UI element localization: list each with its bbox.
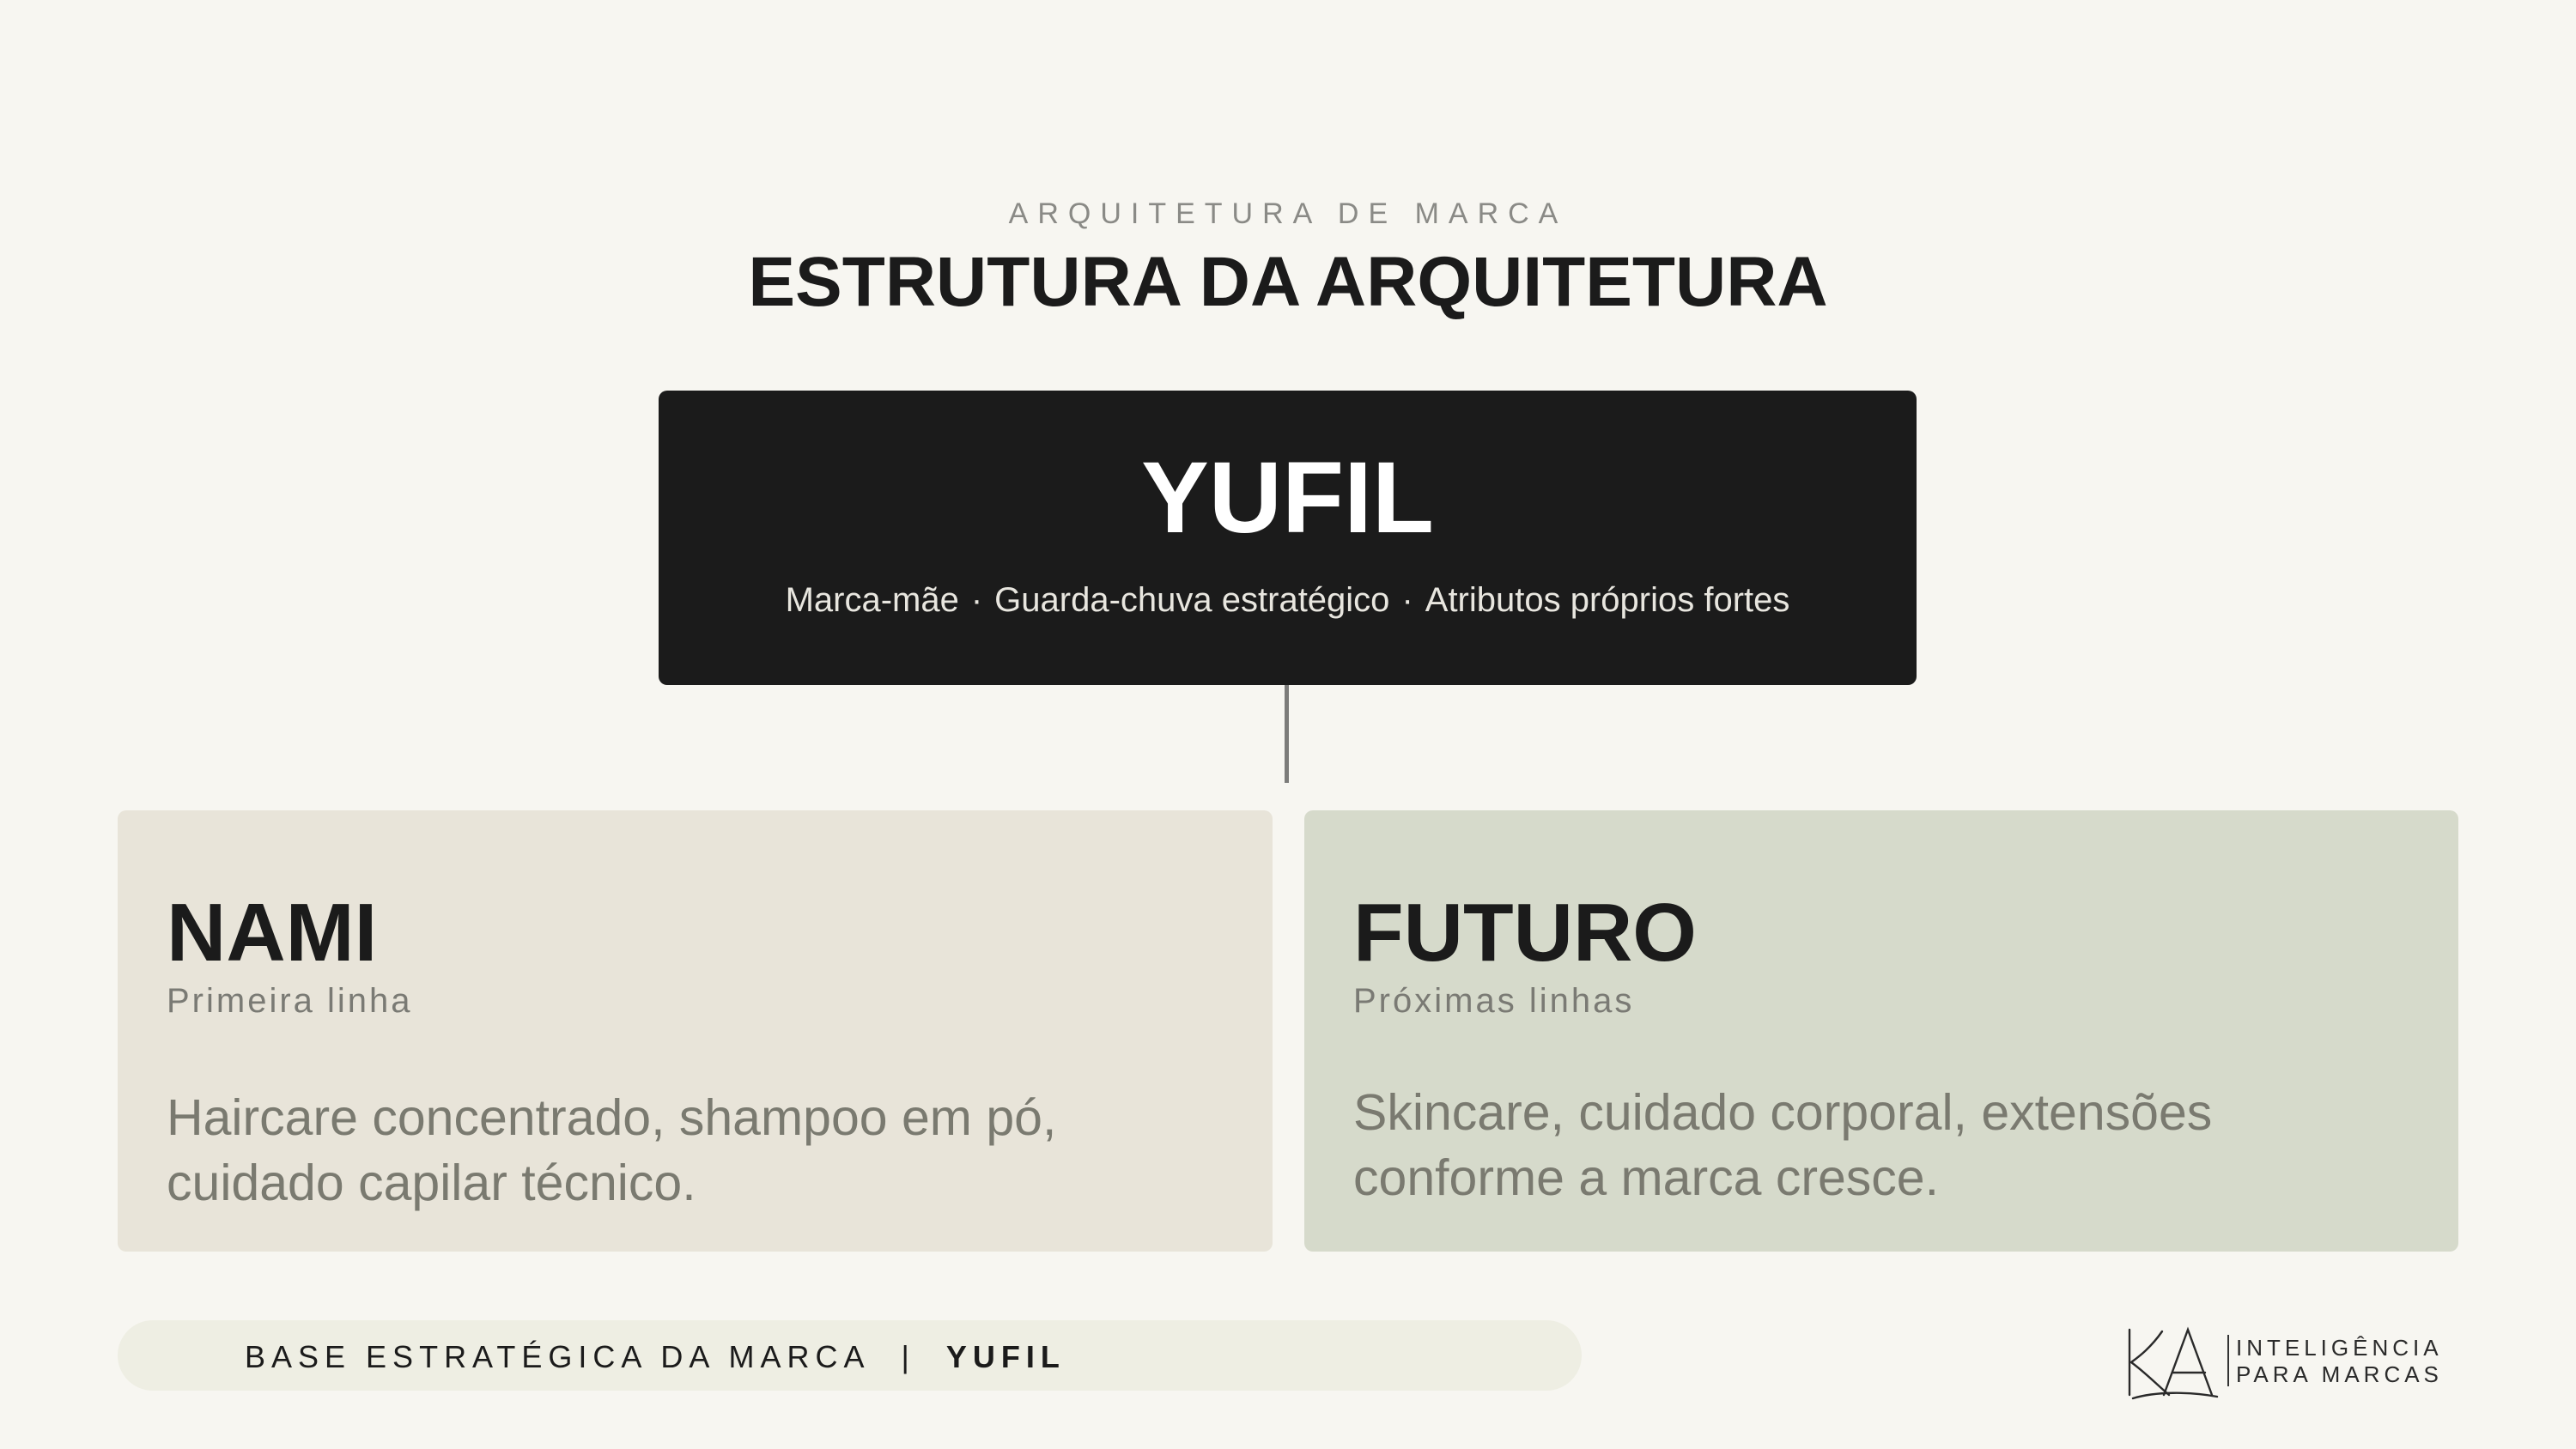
parent-brand-attributes: Marca-mãe · Guarda-chuva estratégico · Atrib… [659, 581, 1917, 620]
card-title: FUTURO [1353, 887, 1697, 979]
card-title: NAMI [167, 887, 378, 979]
hierarchy-connector-line [1285, 685, 1289, 783]
parent-brand-box: YUFIL Marca-mãe · Guarda-chuva estratégico… [659, 391, 1917, 685]
logo-line-2: PARA MARCAS [2236, 1361, 2443, 1387]
agency-logo: INTELIGÊNCIA PARA MARCAS [2121, 1323, 2439, 1402]
footer-divider: | [901, 1339, 915, 1374]
footer-label: BASE ESTRATÉGICA DA MARCA [245, 1339, 871, 1374]
parent-brand-name: YUFIL [1141, 441, 1434, 555]
attribute-strong: Atributos próprios fortes [1425, 581, 1790, 619]
attribute-mother-brand: Marca-mãe [785, 581, 959, 619]
card-description-line: Skincare, cuidado corporal, extensões [1353, 1084, 2213, 1141]
card-description-line: conforme a marca cresce. [1353, 1149, 1940, 1206]
logo-divider [2227, 1335, 2229, 1386]
footer-brand: YUFIL [945, 1339, 1066, 1374]
logo-text: INTELIGÊNCIA PARA MARCAS [2236, 1335, 2443, 1388]
attribute-separator: · [1401, 581, 1413, 619]
sub-brand-card-futuro: FUTURO Próximas linhas Skincare, cuidado… [1304, 810, 2458, 1252]
card-description: Haircare concentrado, shampoo em pó, cui… [167, 1085, 1197, 1216]
card-description-line: Haircare concentrado, shampoo em pó, [167, 1089, 1057, 1146]
card-description: Skincare, cuidado corporal, extensões co… [1353, 1080, 2384, 1210]
sub-brand-card-nami: NAMI Primeira linha Haircare concentrado… [118, 810, 1273, 1252]
attribute-umbrella: Guarda-chuva estratégico [994, 581, 1390, 619]
footer-text: BASE ESTRATÉGICA DA MARCA | YUFIL [245, 1339, 1066, 1375]
card-description-line: cuidado capilar técnico. [167, 1155, 696, 1211]
footer-bar: BASE ESTRATÉGICA DA MARCA | YUFIL [118, 1320, 1582, 1391]
attribute-separator: · [970, 581, 983, 619]
page-title: ESTRUTURA DA ARQUITETURA [748, 243, 1828, 321]
card-subtitle: Próximas linhas [1353, 982, 1635, 1020]
ka-monogram-icon [2128, 1326, 2219, 1400]
logo-line-1: INTELIGÊNCIA [2236, 1335, 2443, 1361]
card-subtitle: Primeira linha [167, 982, 413, 1020]
section-eyebrow: ARQUITETURA DE MARCA [1008, 197, 1568, 230]
